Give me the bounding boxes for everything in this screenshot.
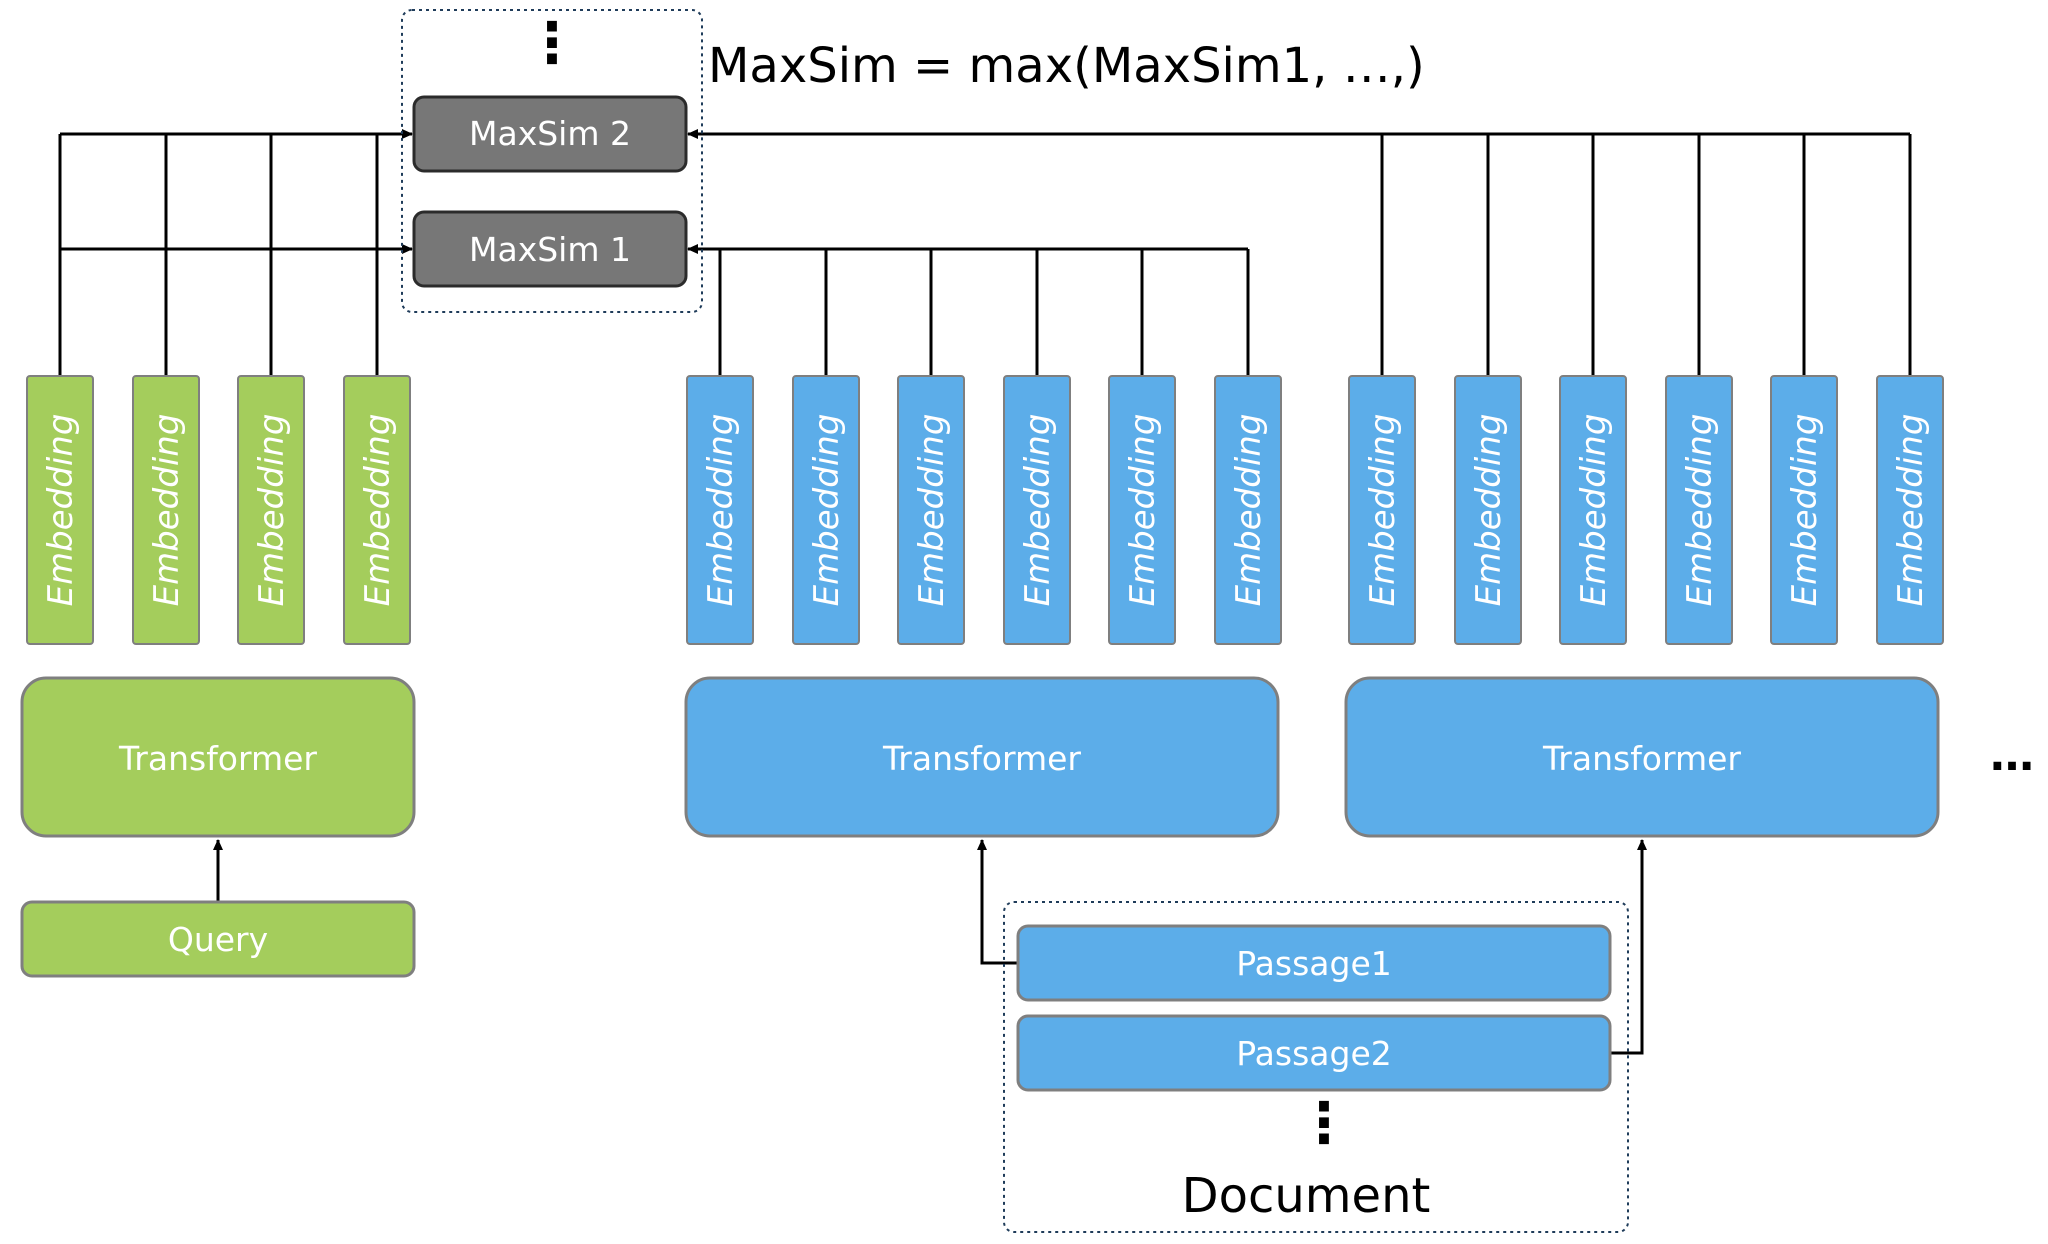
passage1-transformer-box: [684, 676, 1280, 838]
passage2-transformer-box: [1344, 676, 1940, 838]
query-embedding-1-box: [26, 375, 94, 645]
query-transformer-box: [20, 676, 416, 838]
passage1-embedding-1-box: [686, 375, 754, 645]
passage1-to-transformer-arrow: [977, 839, 1018, 965]
passage2-embedding-6-label: Embedding: [1891, 414, 1931, 607]
query-embedding-2-label: Embedding: [147, 414, 187, 607]
passage1-embedding-3-box: [897, 375, 965, 645]
embedding-columns: Embedding Embedding Embedding Embedding Embe…: [26, 375, 1944, 645]
passage1-embedding-2-label: Embedding: [807, 414, 847, 607]
query-embedding-3-box: [237, 375, 305, 645]
passage2-transformer-label: Transformer: [1542, 739, 1741, 778]
document-label: Document: [1182, 1168, 1431, 1224]
document-ellipsis: ⋮: [1296, 1091, 1352, 1156]
passage1-transformer-label: Transformer: [882, 739, 1081, 778]
passage2-embedding-2-label: Embedding: [1469, 414, 1509, 607]
passage2-embedding-5-box: [1770, 375, 1838, 645]
passage1-embedding-6-label: Embedding: [1229, 414, 1269, 607]
maxsim-2-box: [412, 95, 688, 173]
passage2-to-transformer-arrow: [1610, 839, 1647, 1055]
maxsim-1-label: MaxSim 1: [469, 230, 631, 269]
maxsim-formula: MaxSim = max(MaxSim1, …,): [708, 38, 1425, 94]
connector-lines: [58, 129, 1912, 1055]
passage1-label: Passage1: [1236, 944, 1392, 983]
passage2-box: [1016, 1014, 1612, 1092]
passage2-embedding-3-label: Embedding: [1574, 414, 1614, 607]
query-box: [20, 900, 416, 978]
query-embedding-4-label: Embedding: [358, 414, 398, 607]
passage2-embedding-4-box: [1665, 375, 1733, 645]
passage1-embedding-5-label: Embedding: [1123, 414, 1163, 607]
passage1-embedding-1-label: Embedding: [701, 414, 741, 607]
passage1-box: [1016, 924, 1612, 1002]
maxsim-2-label: MaxSim 2: [469, 114, 631, 153]
passage2-label: Passage2: [1236, 1034, 1392, 1073]
passage1-embedding-2-box: [792, 375, 860, 645]
more-transformers-ellipsis: …: [1990, 730, 2034, 781]
passage2-embedding-3-box: [1559, 375, 1627, 645]
query-embedding-1-label: Embedding: [41, 414, 81, 607]
query-embedding-2-box: [132, 375, 200, 645]
query-embedding-4-box: [343, 375, 411, 645]
passage2-embedding-1-box: [1348, 375, 1416, 645]
maxsim-ellipsis: ⋮: [524, 11, 580, 76]
passage2-embedding-1-label: Embedding: [1363, 414, 1403, 607]
passage2-embedding-2-box: [1454, 375, 1522, 645]
passage1-embedding-4-box: [1003, 375, 1071, 645]
passage1-embedding-5-box: [1108, 375, 1176, 645]
query-embedding-3-label: Embedding: [252, 414, 292, 607]
passage1-embedding-6-box: [1214, 375, 1282, 645]
passage2-embedding-5-label: Embedding: [1785, 414, 1825, 607]
maxsim-1-box: [412, 210, 688, 288]
passage1-embedding-3-label: Embedding: [912, 414, 952, 607]
maxsim-group-frame: [401, 9, 703, 313]
document-frame: [1003, 901, 1629, 1233]
passage1-embedding-4-label: Embedding: [1018, 414, 1058, 607]
passage2-embedding-4-label: Embedding: [1680, 414, 1720, 607]
query-transformer-label: Transformer: [118, 739, 317, 778]
passage2-embedding-6-box: [1876, 375, 1944, 645]
query-label: Query: [168, 920, 268, 959]
